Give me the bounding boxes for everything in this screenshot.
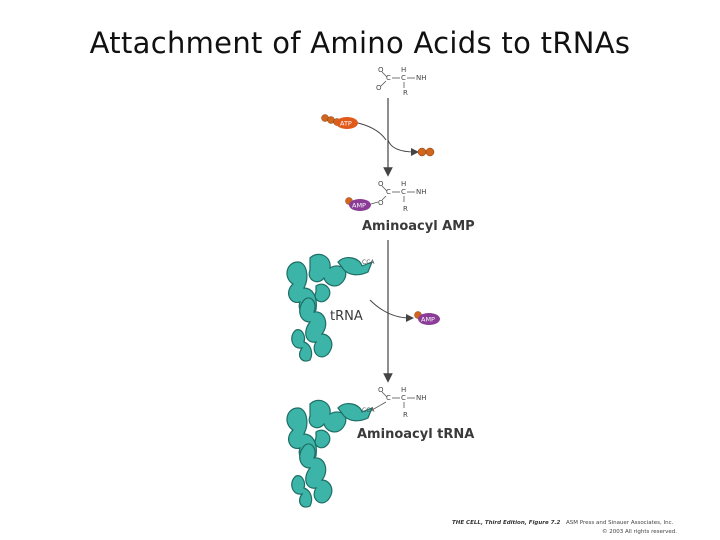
svg-text:R: R — [403, 411, 408, 419]
svg-text:O: O — [378, 199, 384, 207]
alpha-carbon-label: C — [401, 74, 406, 82]
trna-structure-icon-charged — [286, 399, 374, 508]
svg-text:NH: NH — [416, 188, 427, 196]
svg-text:CCA: CCA — [362, 407, 375, 414]
atp-label: ATP — [340, 120, 352, 128]
amino-acid-molecule-top: O C H C NH O R — [376, 66, 427, 97]
aminoacyl-trna-molecule: O C H C NH R CCA — [286, 386, 427, 508]
svg-text:C: C — [401, 188, 406, 196]
trna-molecule: CCA tRNA — [286, 253, 375, 362]
pyrophosphate-group — [387, 139, 435, 157]
r-group-label: R — [403, 89, 408, 97]
amp-pill-icon — [349, 199, 371, 211]
svg-text:AMP: AMP — [421, 316, 435, 324]
aminoacyl-amp-molecule: O C H C NH O R AMP — [345, 180, 427, 213]
svg-text:H: H — [401, 386, 406, 394]
aminoacyl-trna-label: Aminoacyl tRNA — [357, 427, 474, 442]
amp-release-group: AMP — [369, 299, 440, 325]
pyrophosphate-icon — [417, 147, 427, 157]
amp-label: AMP — [352, 202, 366, 210]
oxygen-label: O — [378, 66, 384, 74]
hydrogen-label: H — [401, 66, 406, 74]
svg-text:O: O — [378, 180, 384, 188]
cca-label: CCA — [362, 259, 375, 266]
credit-book: THE CELL, Third Edition, Figure 7.2 — [452, 520, 561, 526]
oxygen-minus-label: O — [376, 84, 382, 92]
credit-copyright: © 2003 All rights reserved. — [602, 528, 677, 535]
figure-credit: THE CELL, Third Edition, Figure 7.2 ASM … — [452, 520, 677, 535]
slide-title: Attachment of Amino Acids to tRNAs — [89, 26, 631, 60]
svg-text:NH: NH — [416, 394, 427, 402]
svg-text:C: C — [401, 394, 406, 402]
svg-text:C: C — [386, 188, 391, 196]
svg-text:R: R — [403, 205, 408, 213]
credit-publisher: ASM Press and Sinauer Associates, Inc. — [566, 520, 674, 526]
carbon-label: C — [386, 74, 391, 82]
amp-release-pill-icon — [418, 313, 440, 325]
atp-pill-icon — [336, 117, 358, 129]
amine-label: NH — [416, 74, 427, 82]
svg-text:O: O — [378, 386, 384, 394]
atp-group: ATP — [321, 114, 387, 141]
svg-text:H: H — [401, 180, 406, 188]
trna-structure-icon — [286, 253, 374, 362]
svg-text:C: C — [386, 394, 391, 402]
aminoacyl-amp-label: Aminoacyl AMP — [362, 219, 475, 234]
trna-label: tRNA — [330, 309, 363, 324]
